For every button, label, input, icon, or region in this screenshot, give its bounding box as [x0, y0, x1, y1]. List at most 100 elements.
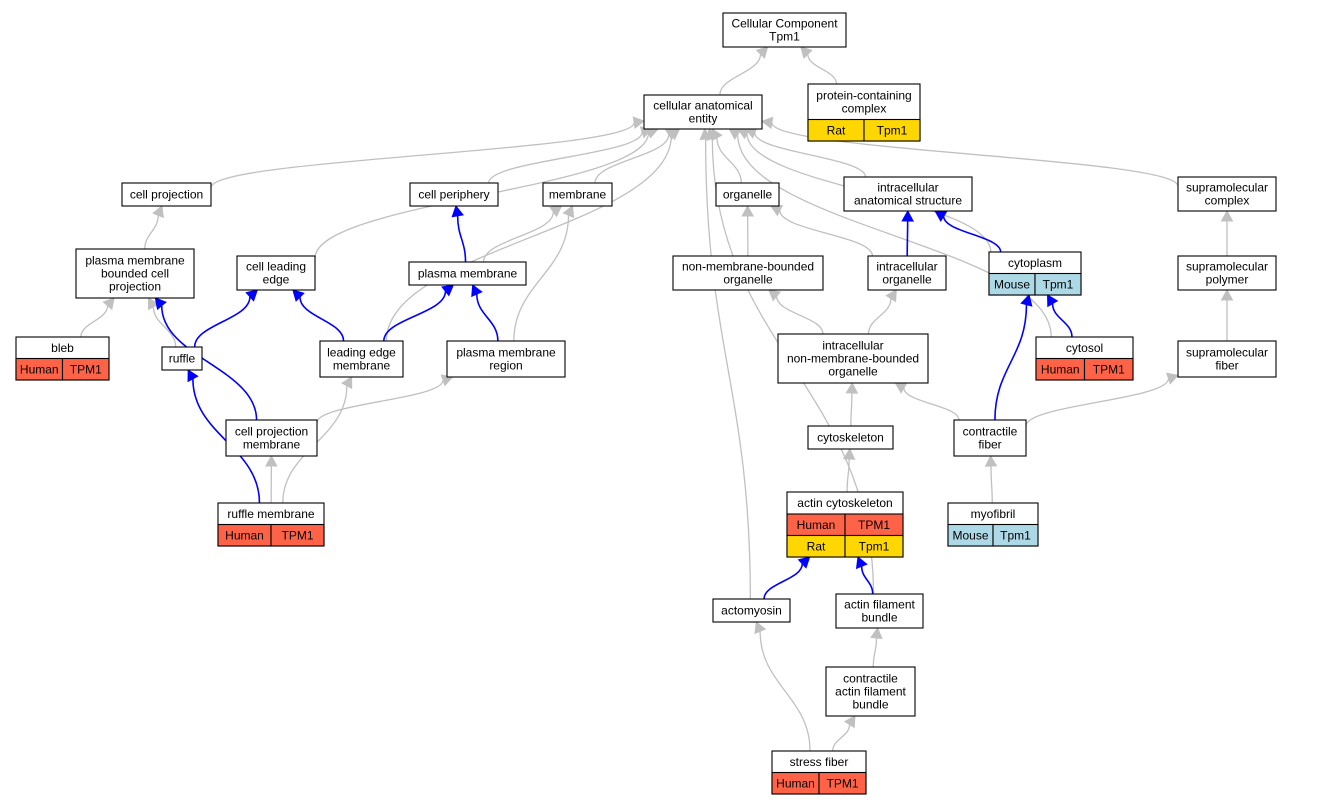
edge-line: [456, 215, 467, 263]
node-label: cell leading: [246, 260, 306, 274]
node-intracellular-nmb-organelle[interactable]: intracellularnon-membrane-boundedorganel…: [777, 333, 929, 384]
edge-leading-edge-membrane-to-cellular-anatomical-entity: [385, 128, 681, 342]
node-label: actomyosin: [721, 604, 782, 618]
node-label: Tpm1: [769, 30, 800, 44]
edge-cell-projection-membrane-to-plasma-membrane-region: [316, 374, 454, 423]
edge-arrowhead: [632, 116, 646, 129]
edge-line: [1025, 378, 1170, 427]
node-label: organelle: [723, 273, 773, 287]
node-box: [236, 255, 316, 291]
node-cell-periphery[interactable]: cell periphery: [409, 182, 499, 207]
node-box: [672, 255, 824, 291]
node-label: cytosol: [1066, 341, 1103, 355]
edge-arrowhead: [154, 297, 167, 311]
node-label: membrane: [243, 438, 301, 452]
node-organelle[interactable]: organelle: [715, 182, 780, 207]
edge-cellular-anatomical-entity-to-root: [719, 46, 769, 96]
edge-line: [763, 563, 804, 600]
edge-arrowhead: [264, 454, 278, 467]
species-label: Rat: [827, 123, 846, 137]
node-cytoskeleton[interactable]: cytoskeleton: [807, 425, 894, 450]
gene-cell: [992, 523, 1039, 547]
edge-line: [513, 215, 570, 342]
edge-arrowhead: [728, 128, 742, 141]
node-label: supramolecular: [1186, 346, 1268, 360]
edge-stress-fiber-to-actomyosin: [754, 621, 811, 752]
node-label: plasma membrane: [418, 267, 518, 281]
node-box: [446, 340, 566, 378]
gene-cell: [1034, 272, 1082, 296]
species-label: Human: [20, 362, 59, 376]
node-label: organelle: [882, 273, 932, 287]
edge-arrowhead: [843, 715, 856, 729]
edge-plasma-membrane-region-to-membrane: [513, 205, 575, 342]
edge-line: [482, 211, 555, 263]
node-ruffle[interactable]: ruffle: [161, 346, 203, 371]
edge-intracellular-organelle-to-intracellular-anatomical-structure: [901, 209, 914, 257]
edge-arrowhead: [1046, 294, 1059, 308]
edge-line: [867, 298, 892, 335]
edge-contractile-actin-filament-bundle-to-actin-filament-bundle: [870, 626, 883, 668]
node-membrane[interactable]: membrane: [542, 182, 613, 207]
gene-label: Tpm1: [1000, 528, 1031, 542]
edge-leading-edge-membrane-to-cell-leading-edge: [292, 289, 345, 342]
edge-actin-cytoskeleton-to-cytoskeleton: [842, 447, 856, 493]
edge-arrowhead: [755, 46, 769, 59]
node-label: edge: [263, 273, 290, 287]
edge-line: [737, 134, 1052, 338]
node-actomyosin[interactable]: actomyosin: [712, 598, 791, 623]
edge-line: [210, 122, 635, 188]
gene-cell: [844, 534, 904, 558]
node-label: bundle: [861, 611, 897, 625]
node-label: stress fiber: [790, 755, 849, 769]
node-label: cytoskeleton: [817, 431, 884, 445]
edge-ruffle-membrane-to-cell-projection-membrane: [264, 454, 278, 504]
edge-line: [594, 134, 670, 184]
edge-arrowhead: [562, 205, 575, 219]
node-label: actin cytoskeleton: [797, 496, 892, 510]
node-plasma-membrane[interactable]: plasma membrane: [408, 261, 527, 286]
edge-ruffle-to-cell-leading-edge: [193, 289, 259, 348]
edge-stress-fiber-to-contractile-actin-filament-bundle: [832, 715, 856, 752]
node-box: [1177, 176, 1277, 212]
node-cell-projection[interactable]: cell projection: [121, 182, 212, 207]
node-label: protein-containing: [816, 88, 911, 102]
node-label: Cellular Component: [731, 17, 838, 31]
species-label: Mouse: [994, 277, 1030, 291]
gene-label: TPM1: [826, 776, 858, 790]
edge-line: [779, 210, 874, 257]
node-label: supramolecular: [1186, 260, 1268, 274]
node-label: leading edge: [327, 346, 396, 360]
node-box: [542, 182, 613, 207]
edge-arrowhead: [842, 447, 856, 460]
node-label: ruffle: [169, 352, 196, 366]
node-label: plasma membrane: [85, 254, 185, 268]
edge-plasma-membrane-to-cell-periphery: [451, 204, 467, 263]
edge-line: [860, 566, 874, 595]
node-label: supramolecular: [1186, 181, 1268, 195]
